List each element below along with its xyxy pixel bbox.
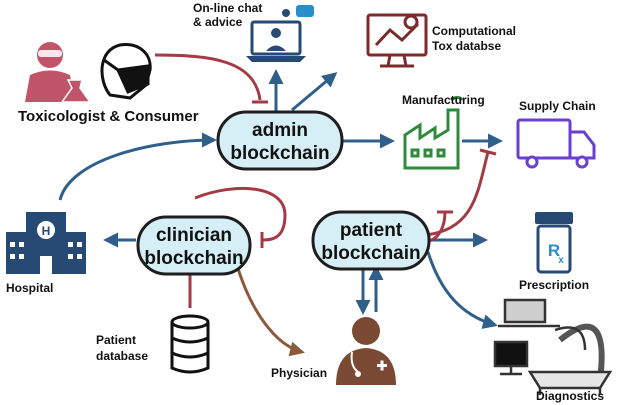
computational-chart-icon: [366, 13, 428, 68]
arrow-admin-to-computational: [291, 72, 338, 112]
clinician-label-line1: clinician: [156, 225, 232, 246]
diagnostics-label: Diagnostics: [536, 389, 604, 403]
clinician-label-line2: blockchain: [144, 248, 243, 269]
admin-blockchain-node[interactable]: admin blockchain: [216, 110, 344, 171]
diagnostics-equipment-icon: [493, 298, 613, 395]
arrow-patient-to-diagnostics: [426, 251, 498, 329]
arrow-clinician-to-physician: [234, 261, 305, 357]
svg-text:R: R: [548, 241, 560, 260]
patient-db-label-line1: Patient: [96, 333, 136, 347]
patient-label-line2: blockchain: [321, 243, 420, 264]
database-icon: [170, 314, 210, 374]
laptop-chat-icon: [246, 5, 314, 62]
svg-text:x: x: [558, 255, 564, 266]
patient-label-line1: patient: [340, 220, 403, 241]
arrow-hospital-to-admin: [58, 132, 217, 201]
prescription-label: Prescription: [519, 278, 589, 292]
patient-blockchain-node[interactable]: patient blockchain: [311, 210, 431, 271]
patient-db-label-line2: database: [96, 349, 148, 363]
clinician-blockchain-node[interactable]: clinician blockchain: [136, 215, 252, 276]
connectors: [58, 53, 503, 357]
manufacturing-label: Manufacturing: [402, 93, 485, 107]
inhibit-toxicologist-to-admin: [154, 53, 262, 101]
truck-icon: [516, 118, 596, 169]
physician-icon: [336, 317, 396, 385]
computational-label-line2: Tox databse: [432, 39, 501, 53]
admin-label-line1: admin: [252, 120, 308, 141]
chat-label-line2: & advice: [193, 15, 243, 29]
svg-text:H: H: [42, 224, 51, 238]
chat-label-line1: On-line chat: [193, 1, 262, 15]
masked-face-icon: [100, 43, 152, 100]
hospital-label: Hospital: [6, 281, 53, 295]
text-labels: On-line chat & advice Computational Tox …: [6, 1, 604, 403]
inhibit-admin-to-clinician: [194, 186, 287, 242]
computational-label-line1: Computational: [432, 24, 516, 38]
scientist-icon: [25, 42, 92, 103]
physician-label: Physician: [271, 366, 327, 380]
admin-label-line2: blockchain: [230, 143, 329, 164]
toxicologist-label: Toxicologist & Consumer: [18, 108, 199, 125]
hospital-icon: H: [6, 212, 86, 274]
supply-chain-label: Supply Chain: [519, 99, 596, 113]
prescription-bottle-icon: R x: [535, 212, 573, 274]
factory-icon: [403, 96, 464, 170]
